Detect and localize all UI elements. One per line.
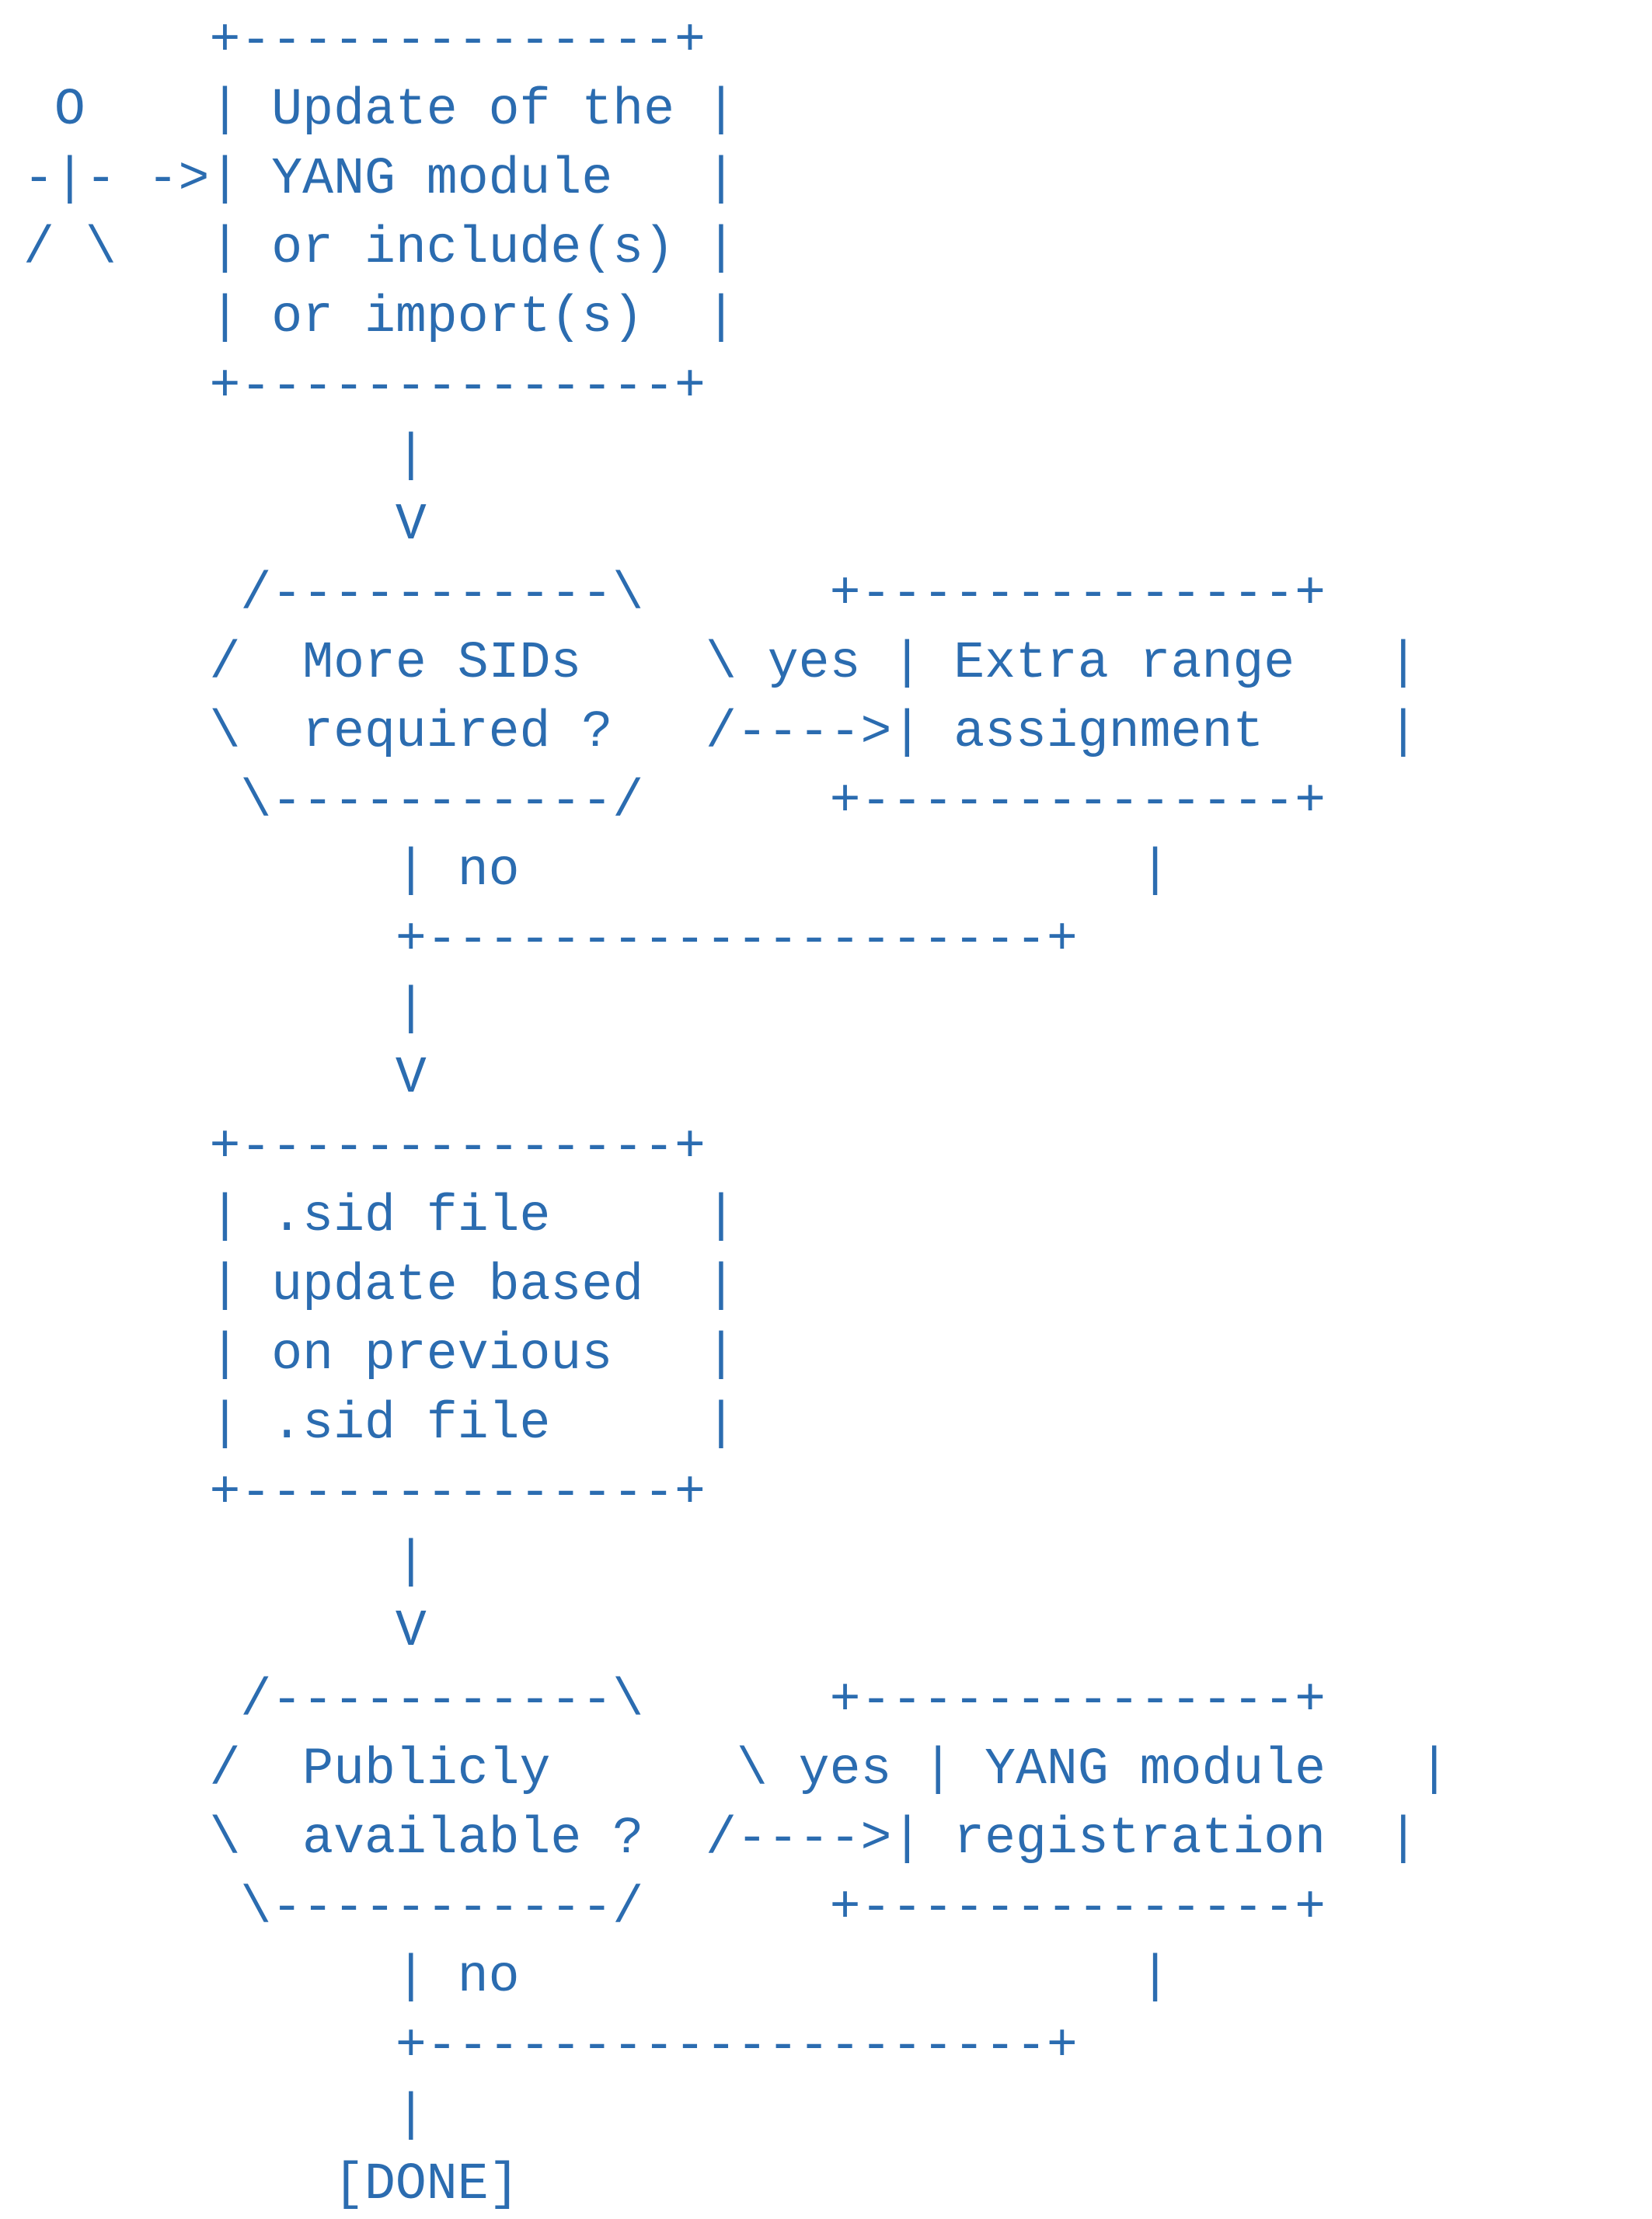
diagram-line-15: |	[23, 980, 427, 1038]
diagram-line-2: O | Update of the |	[23, 81, 737, 139]
diagram-line-16: V	[23, 1049, 427, 1107]
diagram-line-29: | no |	[23, 1948, 1171, 2006]
diagram-line-17: +--------------+	[23, 1118, 706, 1176]
diagram-line-23: |	[23, 1533, 427, 1591]
diagram-line-27: \ available ? /---->| registration |	[23, 1810, 1419, 1868]
diagram-line-24: V	[23, 1602, 427, 1660]
diagram-line-5: | or import(s) |	[23, 288, 737, 347]
diagram-line-25: /-----------\ +--------------+	[23, 1671, 1326, 1730]
diagram-line-26: / Publicly \ yes | YANG module |	[23, 1740, 1450, 1799]
diagram-line-1: +--------------+	[23, 12, 706, 70]
diagram-line-10: / More SIDs \ yes | Extra range |	[23, 634, 1419, 692]
diagram-line-13: | no |	[23, 841, 1171, 900]
diagram-line-19: | update based |	[23, 1256, 737, 1315]
diagram-line-20: | on previous |	[23, 1325, 737, 1384]
diagram-line-22: +--------------+	[23, 1464, 706, 1522]
diagram-line-12: \-----------/ +--------------+	[23, 772, 1326, 831]
diagram-line-6: +--------------+	[23, 357, 706, 416]
diagram-line-8: V	[23, 496, 427, 554]
diagram-line-3: -|- ->| YANG module |	[23, 150, 737, 208]
diagram-line-7: |	[23, 427, 427, 485]
diagram-line-14: +--------------------+	[23, 911, 1078, 969]
diagram-line-11: \ required ? /---->| assignment |	[23, 703, 1419, 761]
diagram-line-18: | .sid file |	[23, 1187, 737, 1245]
diagram-line-32: [DONE]	[23, 2155, 520, 2214]
diagram-line-9: /-----------\ +--------------+	[23, 565, 1326, 623]
diagram-line-30: +--------------------+	[23, 2017, 1078, 2075]
diagram-line-28: \-----------/ +--------------+	[23, 1879, 1326, 1937]
diagram-line-21: | .sid file |	[23, 1395, 737, 1453]
diagram-line-4: / \ | or include(s) |	[23, 219, 737, 277]
ascii-flow-diagram: +--------------+ O | Update of the | -|- …	[23, 6, 1450, 2219]
diagram-line-31: |	[23, 2086, 427, 2144]
